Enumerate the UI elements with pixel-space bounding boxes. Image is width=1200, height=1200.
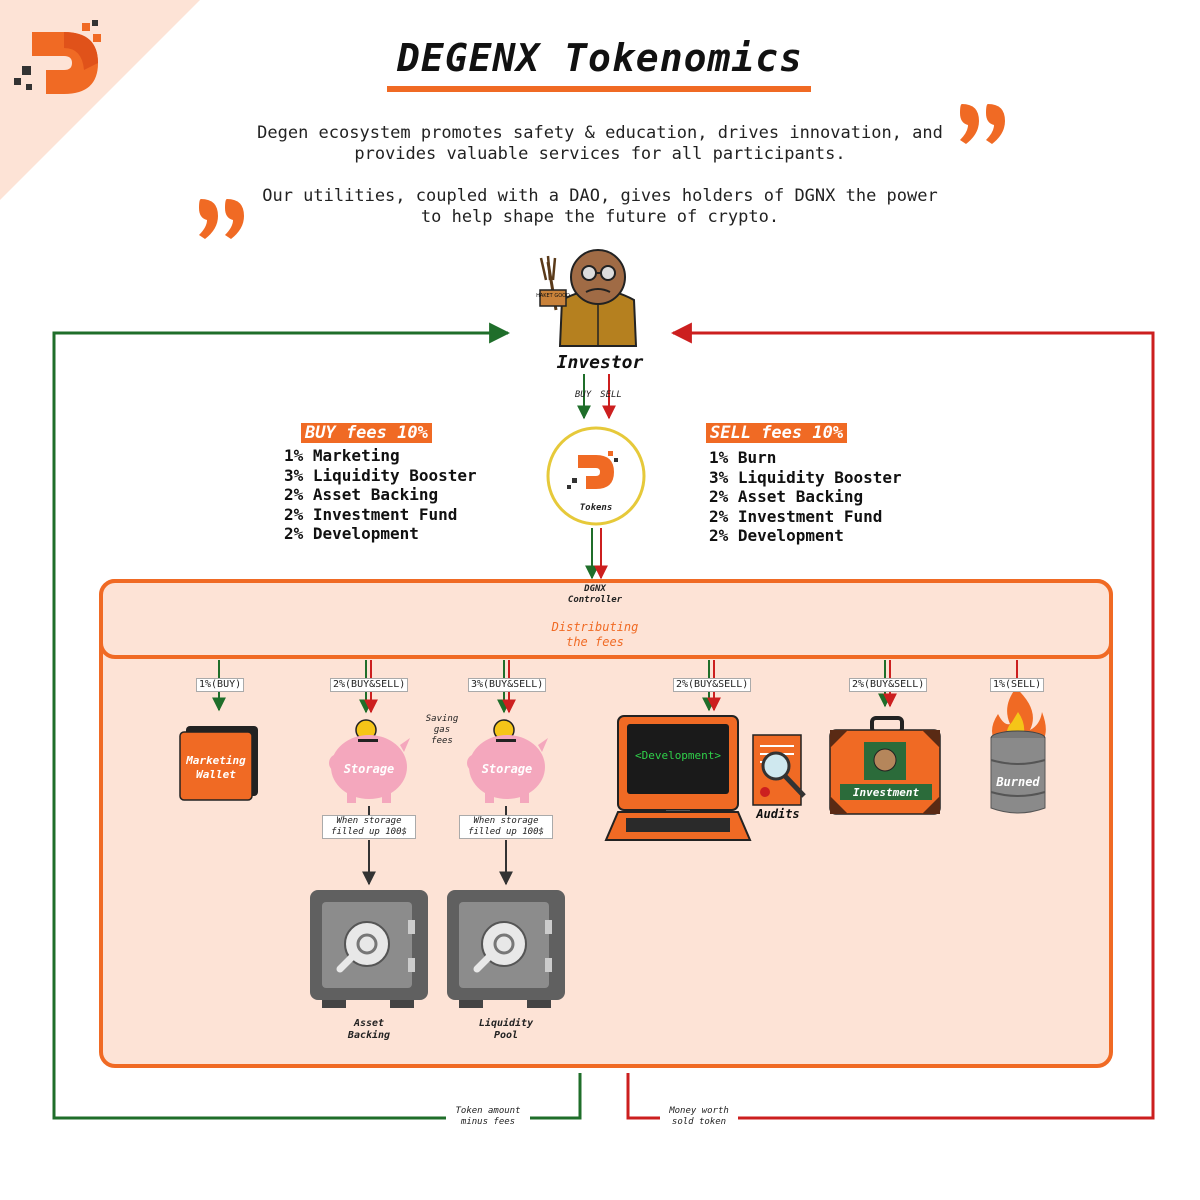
storage-fill-line-2: filled up 100$: [331, 827, 407, 837]
quote-1: Degen ecosystem promotes safety & educat…: [240, 123, 960, 165]
saving-gas-line-2: gas: [433, 725, 451, 735]
quote-2: Our utilities, coupled with a DAO, gives…: [240, 186, 960, 228]
audits-label: Audits: [756, 807, 800, 821]
quote-1-line-1: Degen ecosystem promotes safety & educat…: [257, 123, 943, 143]
controller-bar: [99, 579, 1113, 659]
tag-asset-storage: 2%(BUY&SELL): [330, 678, 409, 692]
burn-barrel-icon: [990, 688, 1046, 814]
marketing-line-1: Marketing: [186, 754, 246, 767]
saving-gas-label: Saving gas fees: [416, 714, 468, 747]
asset-backing-label: Asset Backing: [330, 1018, 408, 1042]
storage-fill-note-asset: When storage filled up 100$: [322, 815, 416, 839]
token-return-label: Token amount minus fees: [446, 1106, 530, 1128]
piggy-bank-icon-asset: [329, 719, 410, 803]
storage-label-liquidity: Storage: [481, 762, 533, 776]
liquidity-pool-label: Liquidity Pool: [466, 1018, 546, 1042]
token-return-line-2: minus fees: [460, 1117, 516, 1127]
investment-label: Investment: [852, 786, 920, 799]
tag-liquidity-storage: 3%(BUY&SELL): [468, 678, 547, 692]
list-item: 2% Investment Fund: [709, 506, 883, 526]
burned-label: Burned: [996, 775, 1040, 789]
money-return-label: Money worth sold token: [660, 1106, 738, 1128]
money-return-line: [626, 322, 1155, 1120]
buy-label: BUY: [574, 390, 592, 400]
liquidity-pool-safe-icon: [447, 890, 565, 1008]
page-title: DEGENX Tokenomics: [397, 36, 803, 80]
controller-line-2: Controller: [567, 595, 623, 605]
sell-fees-heading: SELL fees 10%: [706, 423, 848, 443]
list-item: 2% Development: [284, 524, 419, 543]
money-return-line-2: sold token: [671, 1117, 727, 1127]
money-return-line-1: Money worth: [669, 1106, 729, 1116]
storage-fill-line-1: When storage: [473, 816, 539, 826]
list-item: 3% Liquidity Booster: [709, 467, 902, 487]
sell-fees-list: 1% Burn 3% Liquidity Booster 2% Asset Ba…: [709, 448, 949, 546]
degenx-logo-icon: [14, 20, 101, 94]
buy-fees-list: 1% Marketing 3% Liquidity Booster 2% Ass…: [284, 446, 524, 544]
sell-label: SELL: [600, 390, 622, 400]
quote-2-line-1: Our utilities, coupled with a DAO, gives…: [262, 186, 938, 206]
quote-mark-icon-right: [960, 104, 1005, 144]
investor-avatar: HAKET GOOD: [536, 249, 638, 347]
buy-fees-heading: BUY fees 10%: [301, 423, 432, 443]
storage-label-asset: Storage: [343, 762, 395, 776]
list-item: 2% Development: [709, 526, 844, 545]
quote-2-line-2: to help shape the future of crypto.: [420, 207, 780, 227]
list-item: 1% Burn: [709, 448, 777, 467]
token-return-line: [52, 322, 582, 1120]
list-item: 3% Liquidity Booster: [284, 465, 477, 485]
marketing-wallet-label: Marketing Wallet: [180, 754, 252, 782]
investment-briefcase-icon: [829, 716, 941, 815]
investor-label: Investor: [556, 352, 644, 373]
distributing-line-2: the fees: [566, 635, 624, 649]
tag-development: 2%(BUY&SELL): [673, 678, 752, 692]
tokens-label: Tokens: [579, 503, 613, 513]
tag-marketing: 1%(BUY): [196, 678, 245, 692]
token-return-line-1: Token amount: [455, 1106, 521, 1116]
title-underline: [387, 86, 811, 92]
list-item: 2% Asset Backing: [709, 487, 864, 506]
tag-investment: 2%(BUY&SELL): [849, 678, 928, 692]
dgnx-controller-label: DGNX Controller: [555, 584, 635, 606]
list-item: 2% Asset Backing: [284, 485, 439, 504]
list-item: 2% Investment Fund: [284, 504, 458, 524]
marketing-wallet-icon: [179, 726, 258, 801]
liquidity-pool-line-1: Liquidity: [478, 1018, 534, 1029]
quote-1-line-2: provides valuable services for all parti…: [354, 144, 846, 164]
distributing-line-1: Distributing: [551, 620, 639, 634]
list-item: 1% Marketing: [284, 446, 400, 465]
asset-backing-safe-icon: [310, 890, 428, 1008]
audits-document-icon: [752, 734, 806, 806]
distributing-fees-label: Distributing the fees: [530, 620, 660, 650]
saving-gas-line-1: Saving: [425, 714, 459, 724]
corner-decoration: [0, 0, 200, 200]
development-screen-text: <Development>: [634, 749, 722, 762]
asset-backing-line-1: Asset: [353, 1018, 385, 1029]
piggy-bank-icon-liquidity: [467, 719, 548, 803]
storage-fill-line-1: When storage: [336, 816, 402, 826]
storage-fill-line-2: filled up 100$: [468, 827, 544, 837]
asset-backing-line-2: Backing: [347, 1030, 391, 1041]
controller-line-1: DGNX: [584, 584, 606, 594]
storage-fill-note-liquidity: When storage filled up 100$: [459, 815, 553, 839]
liquidity-pool-line-2: Pool: [493, 1030, 519, 1041]
investor-sign-text: HAKET GOOD: [536, 293, 570, 299]
tag-burn: 1%(SELL): [990, 678, 1045, 692]
saving-gas-line-3: fees: [431, 736, 453, 746]
quote-mark-icon-left: [199, 199, 244, 239]
development-computer-icon: [604, 715, 752, 841]
marketing-line-2: Wallet: [196, 768, 236, 781]
tokens-coin-icon: [546, 426, 646, 526]
